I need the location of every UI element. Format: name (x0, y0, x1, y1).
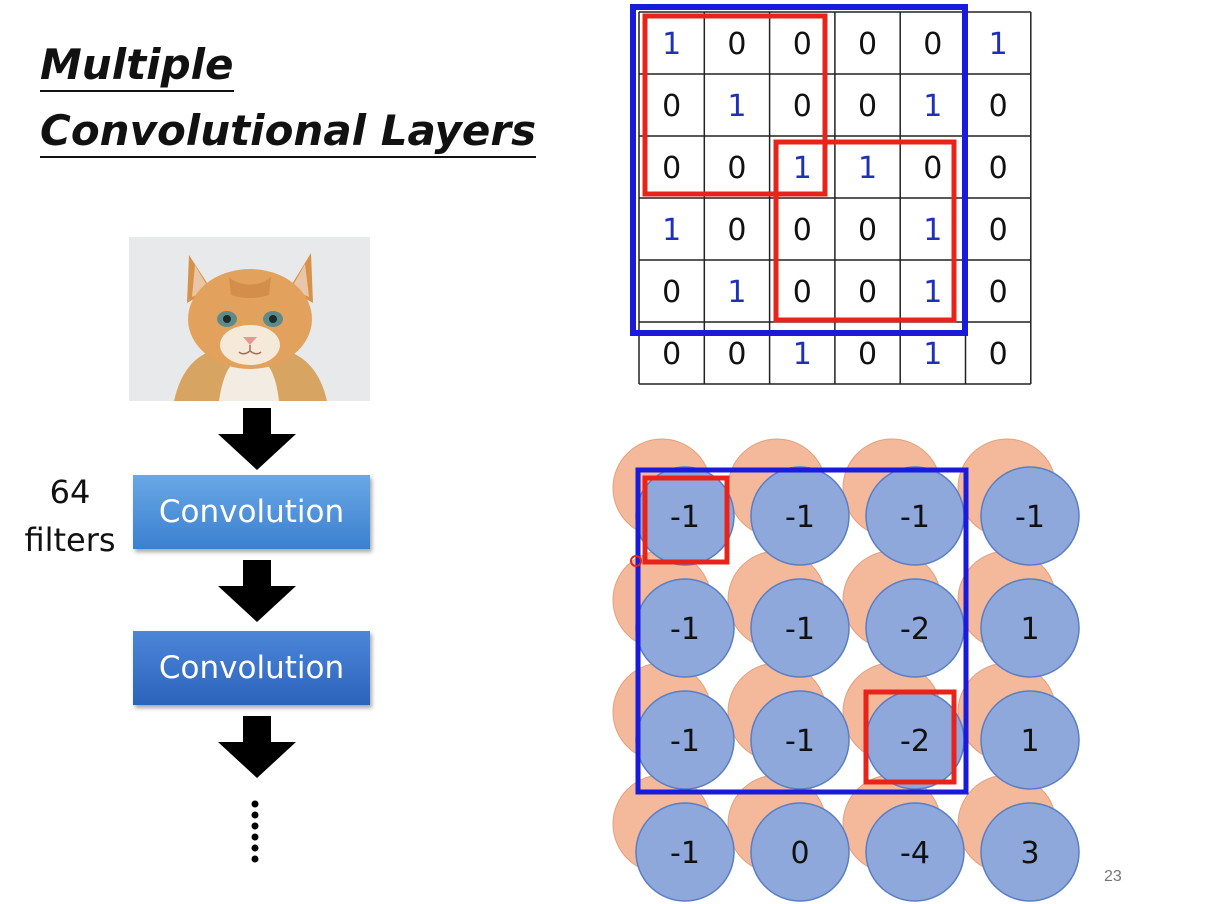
feature-map-circle (865, 802, 965, 902)
feature-map-circle (750, 466, 850, 566)
red-selected-cell-top-left (642, 475, 730, 565)
feature-map-value: -1 (1015, 500, 1045, 535)
feature-map-value: 1 (1020, 724, 1039, 759)
filters-count: 64 (49, 473, 91, 511)
feature-map-value: -1 (670, 612, 700, 647)
title-line-2: Convolutional Layers (40, 107, 537, 159)
feature-map-circle (750, 578, 850, 678)
feature-map-circle (750, 802, 850, 902)
feature-map-front-layer: -1 -1 -1 -1 -1 -1 -2 1 -1 -1 -2 1 -1 0 -4 3 (635, 466, 1080, 902)
feature-map-value: -1 (670, 724, 700, 759)
blue-pooling-window (635, 467, 969, 795)
feature-map-value: -1 (785, 612, 815, 647)
down-arrow-icon (218, 408, 296, 470)
feature-map-value: 1 (1020, 612, 1039, 647)
feature-map-circle (980, 466, 1080, 566)
ellipsis-icon (251, 800, 259, 863)
feature-map-value: -1 (785, 724, 815, 759)
feature-map-value: 3 (1020, 836, 1039, 871)
cat-photo (129, 237, 370, 401)
feature-map-circle (635, 802, 735, 902)
filters-label: filters (24, 521, 116, 559)
red-selected-cell-center (863, 689, 957, 785)
feature-map-value: -1 (900, 500, 930, 535)
feature-map-value: -2 (900, 724, 930, 759)
title-line-1: Multiple (40, 41, 234, 93)
feature-map-circle (980, 802, 1080, 902)
feature-map-value: -1 (670, 500, 700, 535)
feature-map-circle (980, 690, 1080, 790)
feature-map-value: -1 (785, 500, 815, 535)
feature-map-circle (980, 578, 1080, 678)
feature-map-circle (750, 690, 850, 790)
down-arrow-icon (218, 560, 296, 622)
convolution-layer-2: Convolution (133, 631, 370, 705)
feature-map-value: 0 (790, 836, 809, 871)
page-number: 23 (1104, 868, 1122, 885)
pointer-dot (630, 555, 642, 567)
down-arrow-icon (218, 716, 296, 778)
convolution-layer-1: Convolution (133, 475, 370, 549)
feature-map-value: -1 (670, 836, 700, 871)
feature-map-value: -2 (900, 612, 930, 647)
feature-map-value: -4 (900, 836, 930, 871)
